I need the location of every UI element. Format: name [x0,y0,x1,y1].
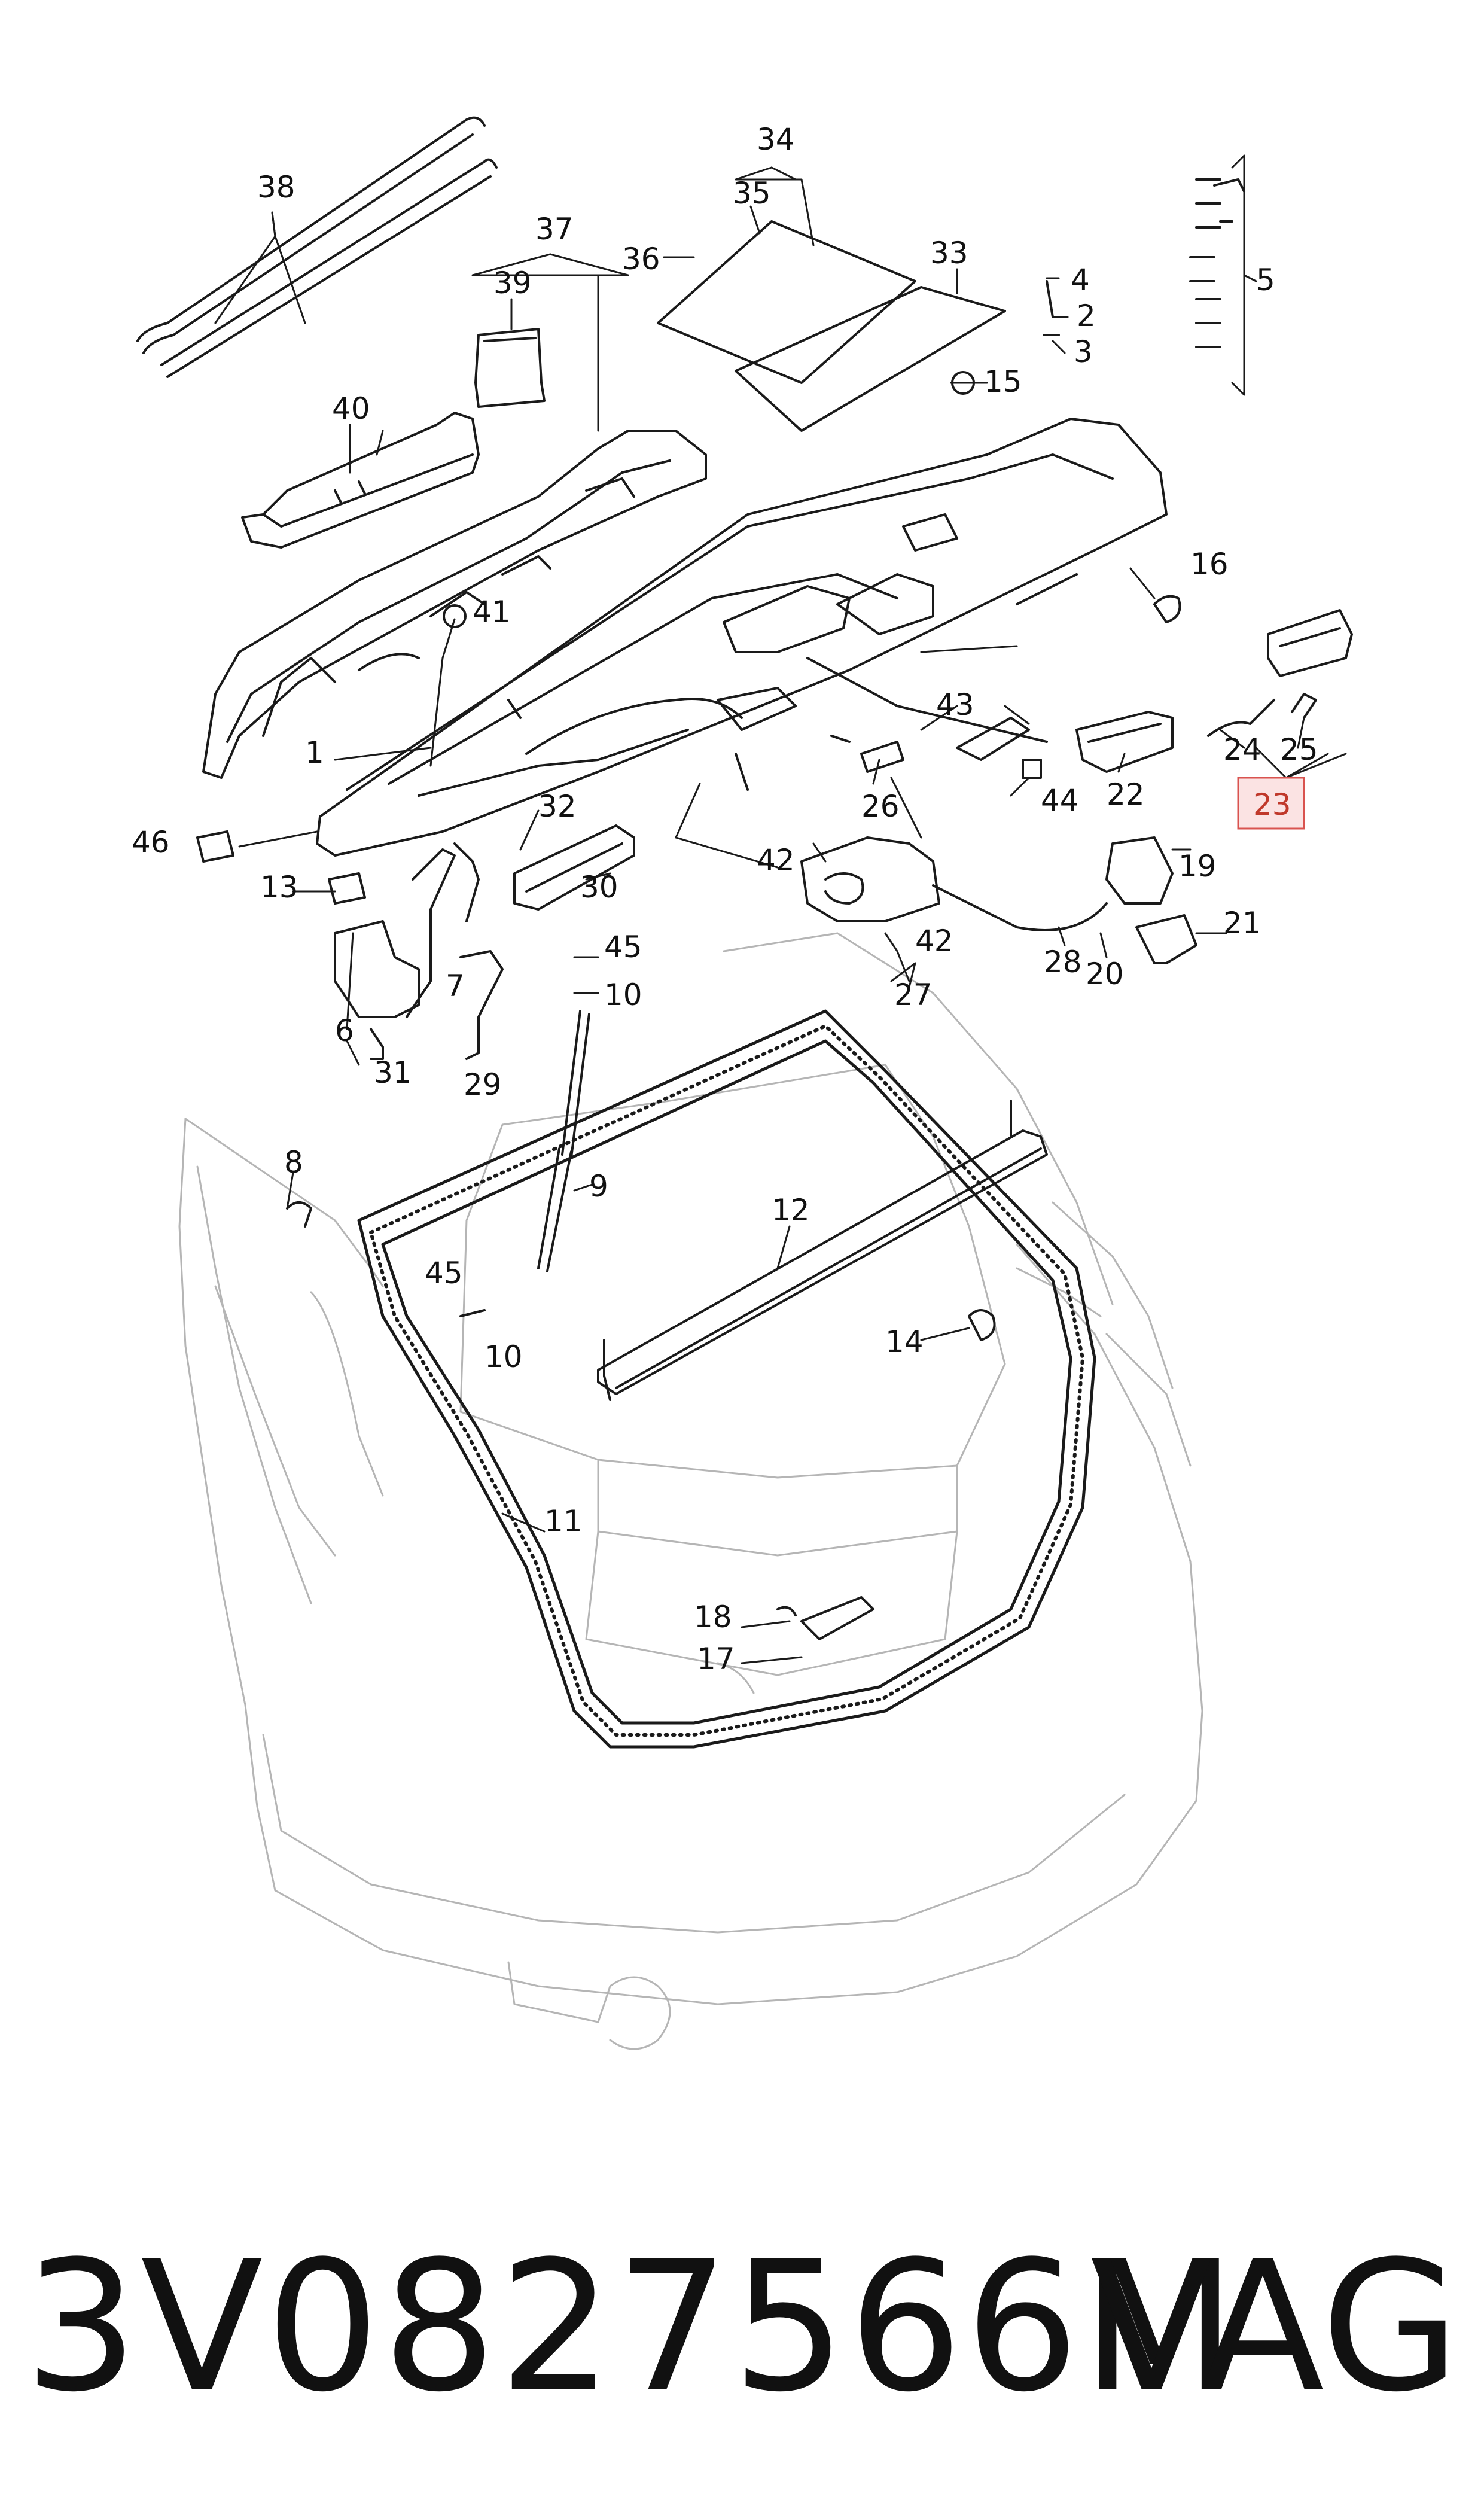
callout-5: 5 [1256,263,1275,297]
callout-42b: 42 [915,924,953,958]
callout-2: 2 [1077,299,1096,333]
callout-7: 7 [446,969,465,1003]
callout-20: 20 [1086,957,1124,991]
callout-12: 12 [772,1193,810,1228]
callout-44: 44 [1041,783,1079,818]
callout-4: 4 [1071,263,1090,297]
callout-21: 21 [1223,906,1261,940]
callout-9: 9 [589,1169,608,1204]
callout-36: 36 [622,242,660,276]
callout-29: 29 [464,1067,502,1102]
callout-11: 11 [544,1504,583,1539]
callout-13: 13 [260,870,298,905]
tailgate-panel-1 [316,418,1168,857]
brand-label: VAG [1090,2222,1460,2431]
callout-3: 3 [1074,334,1093,369]
callout-35: 35 [733,176,771,211]
callout-32: 32 [538,789,577,824]
footer: 3V0827566M VAG [0,2237,1484,2417]
hinge-assembly [334,842,504,1060]
callout-40: 40 [332,391,370,426]
callout-27: 27 [894,978,933,1012]
callout-45b: 45 [425,1256,463,1290]
callout-16: 16 [1190,547,1229,581]
callout-22: 22 [1107,777,1145,812]
callout-43: 43 [936,687,974,722]
handle-22 [860,711,1174,773]
callout-17: 17 [697,1642,735,1676]
callout-39: 39 [493,266,532,300]
callout-25: 25 [1280,732,1318,767]
callout-34: 34 [757,122,795,157]
vehicle-body-outline [178,932,1203,2050]
spoiler-40 [241,412,480,549]
callout-labels: 38 37 39 40 41 1 46 13 32 30 6 31 7 29 4… [132,122,1318,1676]
lock-actuator-27 [800,836,1108,931]
callout-6: 6 [335,1013,354,1048]
callout-46: 46 [132,825,170,860]
callout-33: 33 [930,236,968,270]
callout-42a: 42 [757,843,795,878]
callout-10b: 10 [484,1339,523,1374]
tailgate-seal-11 [357,1009,1096,1749]
callout-1: 1 [305,735,324,770]
callout-30: 30 [580,870,618,905]
callout-31: 31 [374,1055,412,1090]
callout-37: 37 [535,212,574,246]
callout-23-highlight-box [1237,777,1305,830]
panel-34 [657,220,1006,432]
trim-strips-38 [136,116,498,378]
latch-19 [1105,836,1197,964]
callout-19: 19 [1178,849,1217,884]
camera-23 [1207,609,1353,737]
small-parts [196,178,1245,1640]
callout-28: 28 [1044,945,1082,979]
callout-18: 18 [694,1600,732,1634]
callout-10a: 10 [604,978,642,1012]
sill-trim-12 [597,1100,1048,1401]
actuator-30 [513,824,635,911]
part-number: 3V0827566M [24,2222,1239,2431]
screws-5 [1189,178,1221,348]
gas-strut-9 [537,1010,590,1272]
kit-bag-39 [474,328,546,408]
leader-lines [214,154,1347,1664]
callout-41: 41 [473,595,511,629]
callout-45a: 45 [604,930,642,964]
callout-14: 14 [885,1325,924,1359]
tailgate-trim-37 [202,430,707,779]
callout-23: 23 [1253,787,1291,822]
callout-26: 26 [861,789,900,824]
callout-15: 15 [984,364,1022,399]
callout-24: 24 [1223,732,1261,767]
callout-8: 8 [284,1145,303,1180]
callout-38: 38 [257,170,295,205]
